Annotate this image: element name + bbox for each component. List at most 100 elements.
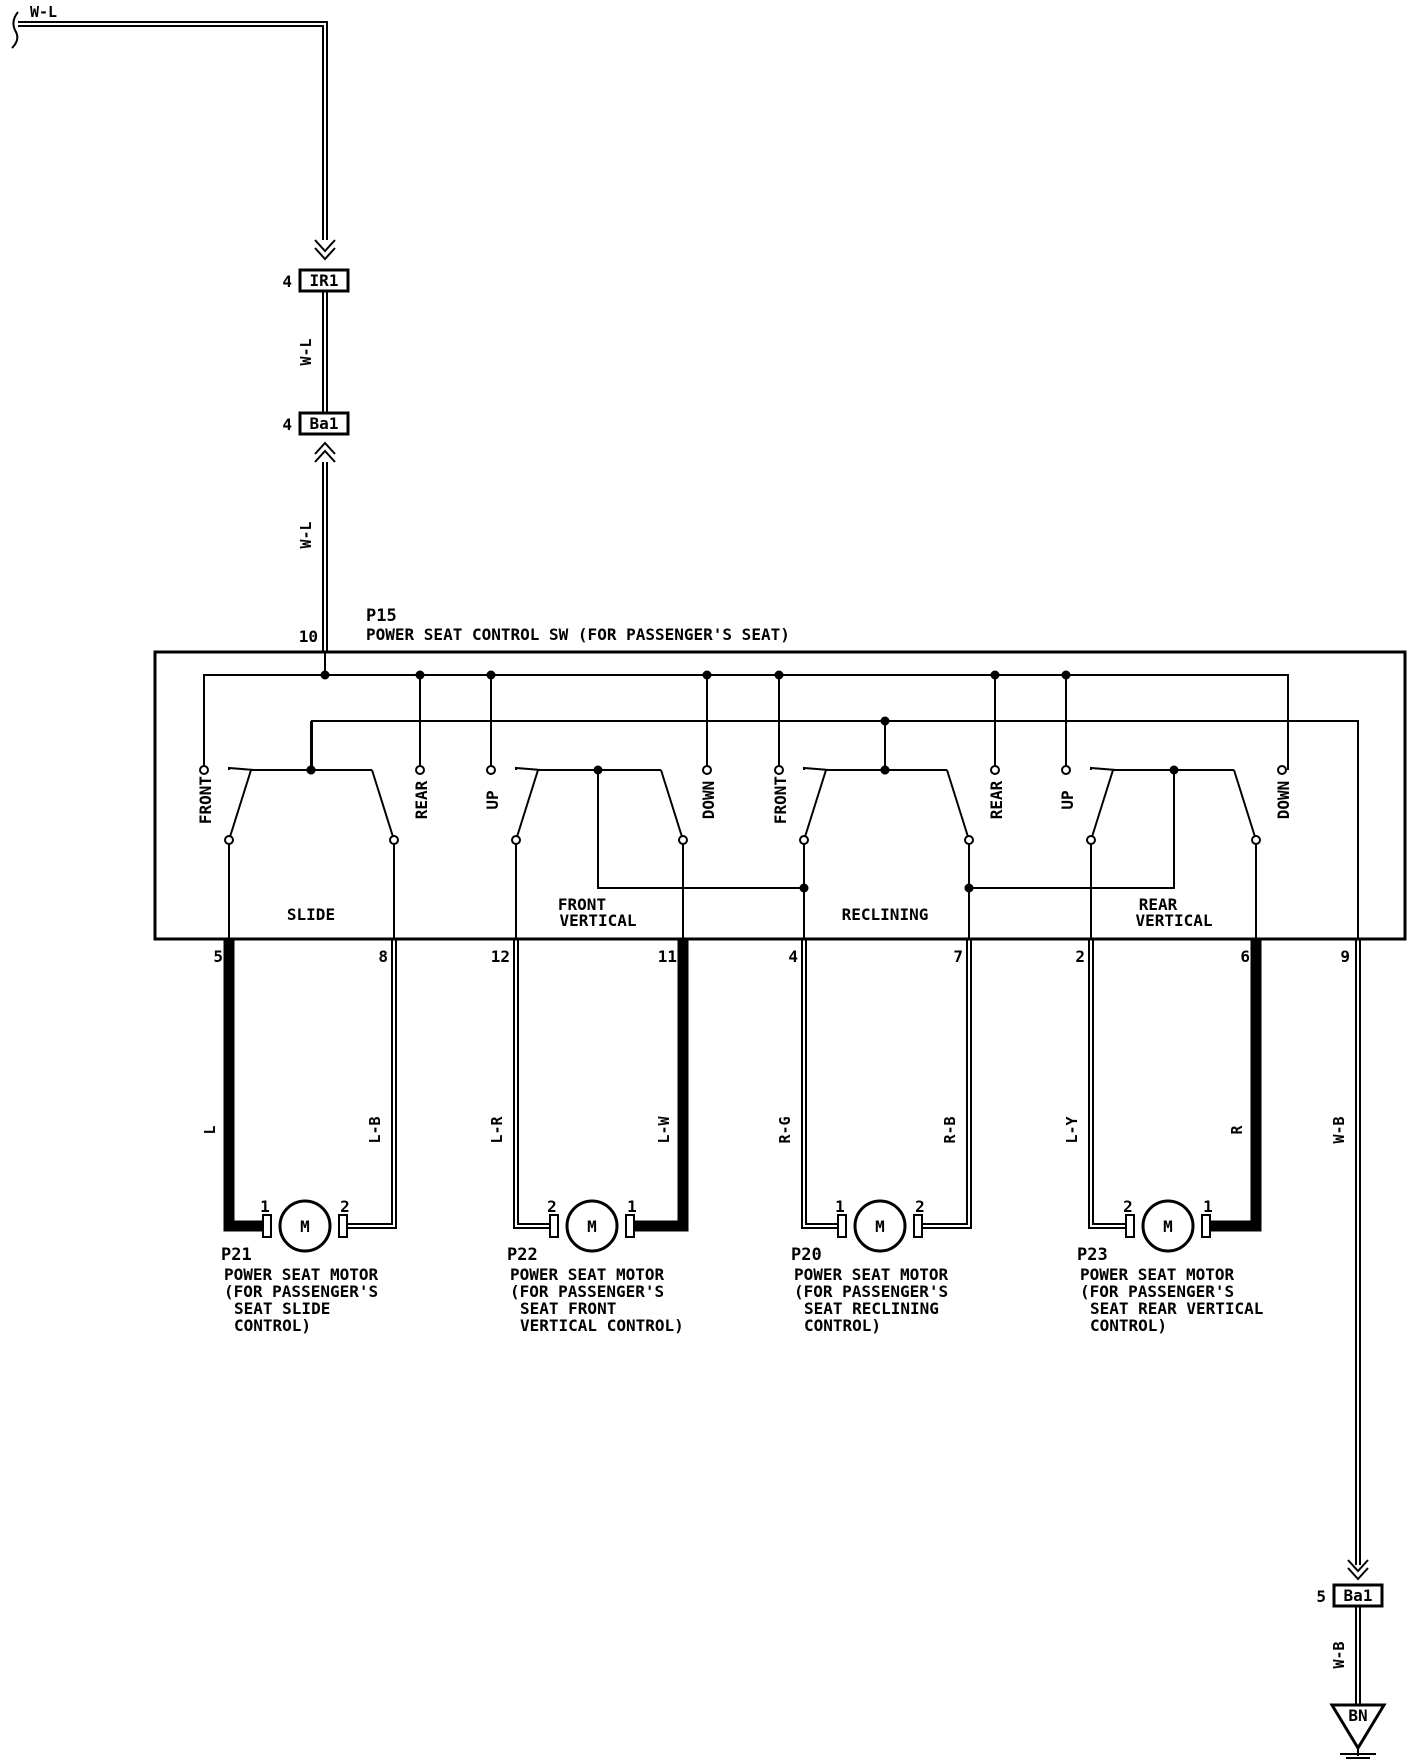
- motor3-left-wire: [801, 939, 844, 1229]
- motor3-symbol: M: [875, 1217, 885, 1236]
- group2-contact-left: [511, 835, 521, 845]
- ir1-ba1-wire-label: W-L: [297, 338, 315, 365]
- motor1-left-wire: [223, 939, 269, 1232]
- motor4-left-plug: [1125, 1214, 1135, 1238]
- connector-ba1-bottom-label: Ba1: [1344, 1586, 1373, 1605]
- motor3-code: P20: [791, 1245, 822, 1265]
- group1-left-label: FRONT: [196, 776, 215, 824]
- motor4-left-wire-core: [1090, 939, 1132, 1227]
- front-vertical-cross-junction: [799, 883, 809, 893]
- motor4-code: P23: [1077, 1245, 1108, 1265]
- group3-blade-right-arm: [946, 769, 970, 841]
- motor3-right-wire-label: R-B: [941, 1116, 959, 1143]
- motor2-right-plug: [625, 1214, 635, 1238]
- motor1-switch-left-pin: 5: [213, 947, 223, 966]
- motor2-right-pin-num: 1: [627, 1197, 637, 1216]
- group4-blade-left-arm: [1090, 769, 1114, 841]
- motor1-left-plug: [262, 1214, 272, 1238]
- connector-ir1-pin: 4: [282, 272, 292, 291]
- power-bus-junction-5: [990, 670, 1000, 680]
- motor3-icon: [853, 1199, 907, 1253]
- motor3-right-wire-core: [916, 939, 970, 1227]
- motor4-desc-line-1: POWER SEAT MOTOR: [1080, 1265, 1234, 1284]
- group2-left-label: UP: [483, 790, 502, 809]
- ground-point-label: BN: [1348, 1706, 1367, 1725]
- motor3-right-plug: [913, 1214, 923, 1238]
- reclining-return-junction: [880, 716, 890, 726]
- switch-box: [153, 650, 1407, 941]
- motor2-desc-line-3: SEAT FRONT: [520, 1299, 616, 1318]
- group1-blade-left-arm: [228, 769, 252, 841]
- group3-contact-right: [964, 835, 974, 845]
- motor4-left-wire-outline: [1088, 939, 1132, 1229]
- group3-contact-left: [799, 835, 809, 845]
- group2-contact-right: [678, 835, 688, 845]
- motor2-symbol: M: [587, 1217, 597, 1236]
- motor1-right-wire: [341, 939, 397, 1229]
- group4-blade-right-arm: [1233, 769, 1257, 841]
- motor2-switch-right-pin: 11: [658, 947, 677, 966]
- motor4-desc-line-4: CONTROL): [1090, 1316, 1167, 1335]
- connector-ir1-box: [298, 268, 350, 293]
- motor2-right-wire-label: L-W: [655, 1115, 673, 1143]
- group3-blade-left-arm: [803, 769, 827, 841]
- connector-ir1-chevron-icon: [314, 239, 336, 261]
- power-bus-junction-4: [774, 670, 784, 680]
- motor1-icon: [278, 1199, 332, 1253]
- input-wire-outline: [18, 21, 328, 240]
- motor4-desc-line-2: (FOR PASSENGER'S: [1080, 1282, 1234, 1301]
- shapes-layer: [153, 268, 1407, 1751]
- connector-ba1-bottom-pin: 5: [1316, 1587, 1326, 1606]
- connector-ba1-bottom-box: [1332, 1583, 1384, 1608]
- group1-blade-right-arm: [371, 769, 395, 841]
- group2-blade-left: [515, 766, 542, 771]
- motor2-left-plug: [549, 1214, 559, 1238]
- motor4-switch-left-pin: 2: [1075, 947, 1085, 966]
- switch-code: P15: [366, 606, 397, 626]
- motor2-left-wire-core: [515, 939, 556, 1227]
- group3-blade-left: [803, 766, 830, 771]
- motor1-code: P21: [221, 1245, 252, 1265]
- group4-terminal-2: [1277, 765, 1287, 775]
- group1-title: SLIDE: [287, 905, 335, 924]
- group4-common-junction: [1169, 765, 1179, 775]
- motor3-desc-line-4: CONTROL): [804, 1316, 881, 1335]
- motor1-switch-right-pin: 8: [378, 947, 388, 966]
- motor2-right-wire: [628, 939, 689, 1232]
- connector-ir1-label: IR1: [310, 271, 339, 290]
- motor4-symbol: M: [1163, 1217, 1173, 1236]
- motor2-switch-left-pin: 12: [491, 947, 510, 966]
- motor2-left-wire-label: L-R: [488, 1115, 506, 1143]
- motor3-switch-right-pin: 7: [953, 947, 963, 966]
- group2-right-label: DOWN: [699, 781, 718, 820]
- group1-right-label: REAR: [412, 780, 431, 819]
- motor1-right-wire-core: [341, 939, 395, 1227]
- ba1-ground-wire-label: W-B: [1330, 1641, 1348, 1668]
- switch-input-pin: 10: [299, 627, 318, 646]
- motor1-desc-line-4: CONTROL): [234, 1316, 311, 1335]
- motor3-switch-left-pin: 4: [788, 947, 798, 966]
- motor4-right-plug: [1201, 1214, 1211, 1238]
- motor3-desc-line-2: (FOR PASSENGER'S: [794, 1282, 948, 1301]
- group1-contact-left: [224, 835, 234, 845]
- group4-contact-left: [1086, 835, 1096, 845]
- group2-title-1: FRONT: [558, 895, 606, 914]
- motor2-left-pin-num: 2: [547, 1197, 557, 1216]
- motor3-left-plug: [837, 1214, 847, 1238]
- power-bus-junction-6: [1061, 670, 1071, 680]
- motor4-icon: [1141, 1199, 1195, 1253]
- front-vertical-cross: [597, 770, 804, 889]
- motor1-right-pin-num: 2: [340, 1197, 350, 1216]
- motor3-left-wire-core: [803, 939, 844, 1227]
- slide-return-junction: [306, 765, 316, 775]
- input-wire-core: [18, 23, 326, 240]
- group2-terminal-2: [702, 765, 712, 775]
- motor3-right-wire: [916, 939, 972, 1229]
- group3-terminal-1: [774, 765, 784, 775]
- motor4-desc-line-3: SEAT REAR VERTICAL: [1090, 1299, 1263, 1318]
- group1-blade-left: [228, 766, 255, 771]
- motor3-right-wire-outline: [916, 939, 972, 1229]
- group4-contact-right: [1251, 835, 1261, 845]
- wire-break-mark: [11, 11, 19, 49]
